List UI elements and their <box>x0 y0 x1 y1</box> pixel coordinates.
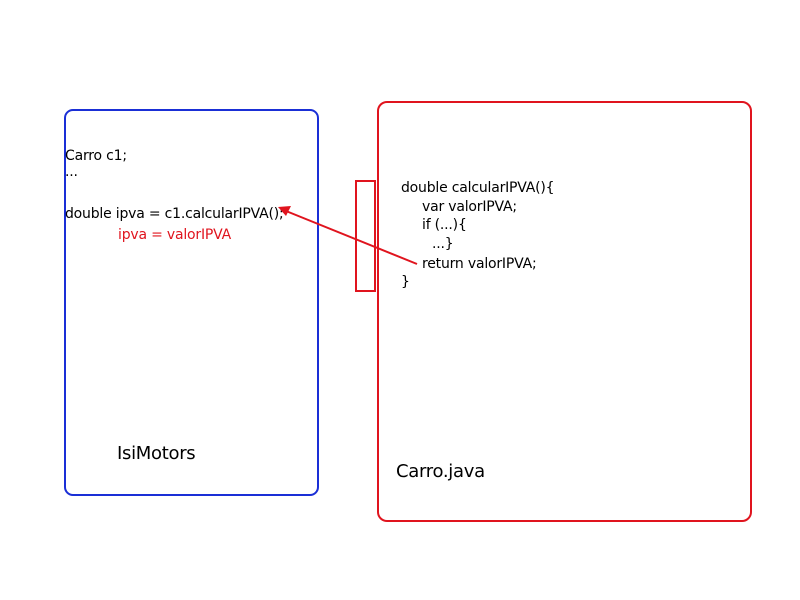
code-line-ipva-call: double ipva = c1.calcularIPVA(); <box>65 206 284 222</box>
code-line-if-statement: if (...){ <box>422 217 467 233</box>
interface-connector-box <box>355 180 376 292</box>
isimotors-module-box <box>64 109 319 496</box>
code-line-ellipsis: ... <box>65 164 78 180</box>
carro-java-label: Carro.java <box>396 461 485 482</box>
isimotors-label: IsiMotors <box>117 443 196 464</box>
code-line-carro-declaration: Carro c1; <box>65 148 127 164</box>
code-line-var-declaration: var valorIPVA; <box>422 199 517 215</box>
carro-java-module-box <box>377 101 752 522</box>
code-line-method-signature: double calcularIPVA(){ <box>401 180 555 196</box>
code-line-ipva-assignment: ipva = valorIPVA <box>118 227 231 243</box>
code-line-closing-brace: } <box>401 274 410 290</box>
code-line-if-body: ...} <box>432 236 454 252</box>
code-line-return: return valorIPVA; <box>422 256 537 272</box>
